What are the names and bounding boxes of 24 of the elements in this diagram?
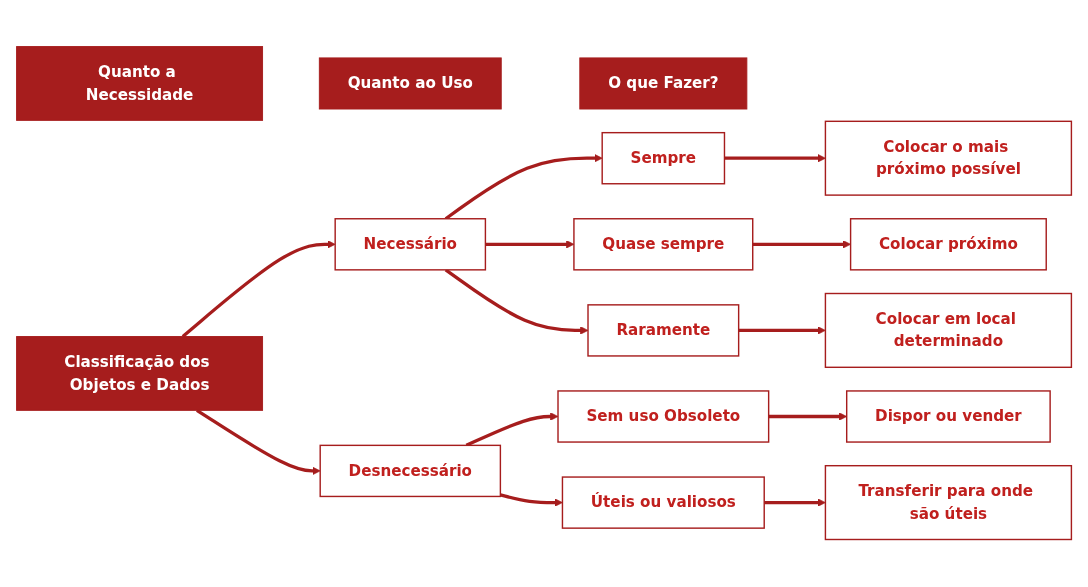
arrow [764,498,826,508]
node-box: Desnecessário [319,445,502,498]
node-box: Sempre [601,132,726,185]
node-box: Raramente [587,304,740,358]
node-box: Sem uso Obsoleto [557,390,770,444]
node-box: Colocar em local determinado [824,293,1073,369]
arrow [181,240,336,339]
node-box: O que Fazer? [579,57,748,110]
arrow [724,154,826,163]
arrow [752,240,851,249]
node-box: Necessário [334,218,487,272]
node-box: Úteis ou valiosos [561,476,765,530]
node-box: Quanto ao Uso [318,57,502,110]
node-box: Quanto a Necessidade [16,46,264,122]
node-box: Transferir para onde são úteis [824,465,1073,541]
node-box: Quase sempre [573,218,754,272]
arrow [444,154,603,221]
arrow [738,326,826,336]
arrow [196,409,321,476]
node-box: Colocar próximo [849,218,1047,272]
node-box: Colocar o mais próximo possível [824,121,1073,197]
node-box: Classificação dos Objetos e Dados [16,336,264,412]
node-box: Dispor ou vender [846,390,1051,444]
arrow [499,493,563,508]
